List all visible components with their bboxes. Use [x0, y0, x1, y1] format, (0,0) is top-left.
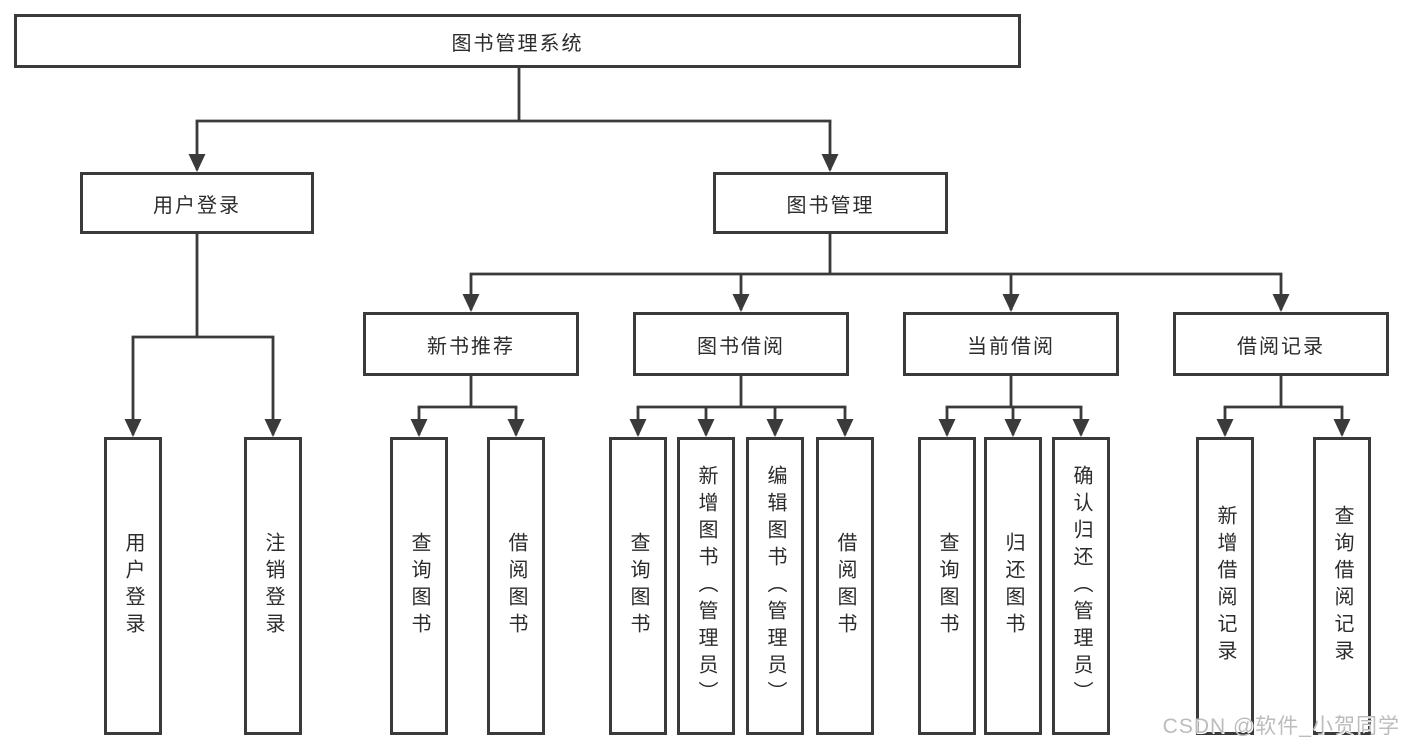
node-book-management: 图书管理: [713, 172, 948, 234]
leaf-borrowing-add-books-admin: 新增图书（管理员）: [677, 437, 735, 735]
node-label: 注销登录: [262, 532, 284, 640]
node-label: 新增图书（管理员）: [695, 464, 717, 708]
node-label: 图书借阅: [697, 335, 785, 358]
node-label: 确认归还（管理员）: [1070, 464, 1092, 708]
leaf-records-query-record: 查询借阅记录: [1313, 437, 1371, 735]
node-book-borrowing: 图书借阅: [633, 312, 849, 376]
node-label: 当前借阅: [967, 335, 1055, 358]
node-label: 用户登录: [122, 532, 144, 640]
leaf-borrowing-borrow-books: 借阅图书: [816, 437, 874, 735]
node-label: 编辑图书（管理员）: [764, 464, 786, 708]
leaf-user-login: 用户登录: [104, 437, 162, 735]
leaf-recommend-query-books: 查询图书: [390, 437, 448, 735]
node-new-book-recommendation: 新书推荐: [363, 312, 579, 376]
node-label: 借阅图书: [505, 532, 527, 640]
node-label: 新增借阅记录: [1214, 505, 1236, 667]
leaf-current-query-books: 查询图书: [918, 437, 976, 735]
leaf-current-confirm-return-admin: 确认归还（管理员）: [1052, 437, 1110, 735]
node-label: 图书管理: [786, 194, 875, 217]
leaf-logout: 注销登录: [244, 437, 302, 735]
node-borrowing-records: 借阅记录: [1173, 312, 1389, 376]
node-label: 用户登录: [153, 194, 241, 217]
node-label: 查询图书: [627, 532, 649, 640]
leaf-records-add-record: 新增借阅记录: [1196, 437, 1254, 735]
leaf-current-return-books: 归还图书: [984, 437, 1042, 735]
node-library-system: 图书管理系统: [14, 14, 1021, 68]
node-label: 归还图书: [1002, 532, 1024, 640]
node-label: 借阅记录: [1237, 335, 1325, 358]
node-label: 图书管理系统: [451, 32, 584, 55]
node-current-borrowing: 当前借阅: [903, 312, 1119, 376]
node-label: 新书推荐: [427, 335, 515, 358]
node-label: 查询图书: [936, 532, 958, 640]
node-label: 查询借阅记录: [1331, 505, 1353, 667]
node-label: 借阅图书: [834, 532, 856, 640]
leaf-recommend-borrow-books: 借阅图书: [487, 437, 545, 735]
watermark-text: CSDN @软件_小贺同学: [1162, 715, 1400, 738]
node-label: 查询图书: [408, 532, 430, 640]
node-user-login: 用户登录: [80, 172, 314, 234]
leaf-borrowing-edit-books-admin: 编辑图书（管理员）: [746, 437, 804, 735]
leaf-borrowing-query-books: 查询图书: [609, 437, 667, 735]
